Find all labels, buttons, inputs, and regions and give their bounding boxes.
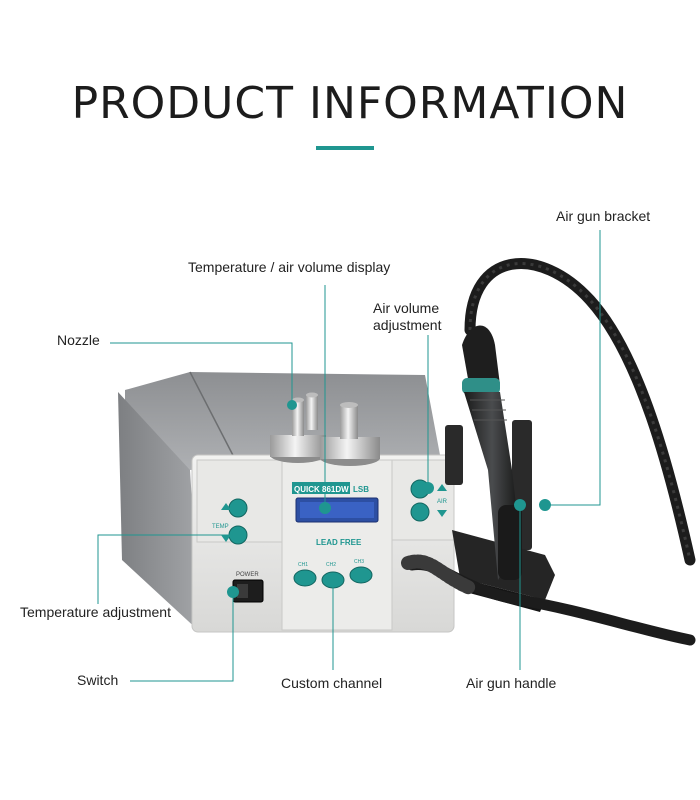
ch1-text: CH1 xyxy=(298,562,308,568)
label-air-gun-bracket: Air gun bracket xyxy=(556,208,651,224)
label-switch: Switch xyxy=(77,672,119,688)
page-title: PRODUCT INFORMATION xyxy=(71,78,629,129)
label-nozzle: Nozzle xyxy=(57,332,100,348)
nozzles xyxy=(270,392,380,466)
label-temp-display: Temperature / air volume display xyxy=(188,259,391,275)
label-air-volume-2: adjustment xyxy=(373,317,442,333)
label-temp-adjustment: Temperature adjustment xyxy=(20,604,171,620)
title-underline xyxy=(316,146,374,150)
callout-lines xyxy=(97,230,601,682)
brand-text: QUICK 861DW xyxy=(294,485,349,494)
temp-buttons[interactable] xyxy=(221,498,248,545)
air-text: AIR xyxy=(437,499,448,505)
callout-markers xyxy=(227,400,551,598)
brand-badge xyxy=(292,482,350,494)
housing-side xyxy=(118,392,200,632)
ch3-text: CH3 xyxy=(354,559,364,565)
label-air-volume-1: Air volume xyxy=(373,300,440,316)
ch2-text: CH2 xyxy=(326,562,336,568)
model-badge-text: LSB xyxy=(353,485,369,494)
lead-free-text: LEAD FREE xyxy=(316,538,362,547)
temp-text: TEMP xyxy=(212,524,229,530)
label-air-gun-handle: Air gun handle xyxy=(466,675,557,691)
hose-texture xyxy=(468,262,692,561)
air-gun xyxy=(462,325,522,580)
power-text: POWER xyxy=(236,572,259,578)
label-custom-channel: Custom channel xyxy=(281,675,383,691)
